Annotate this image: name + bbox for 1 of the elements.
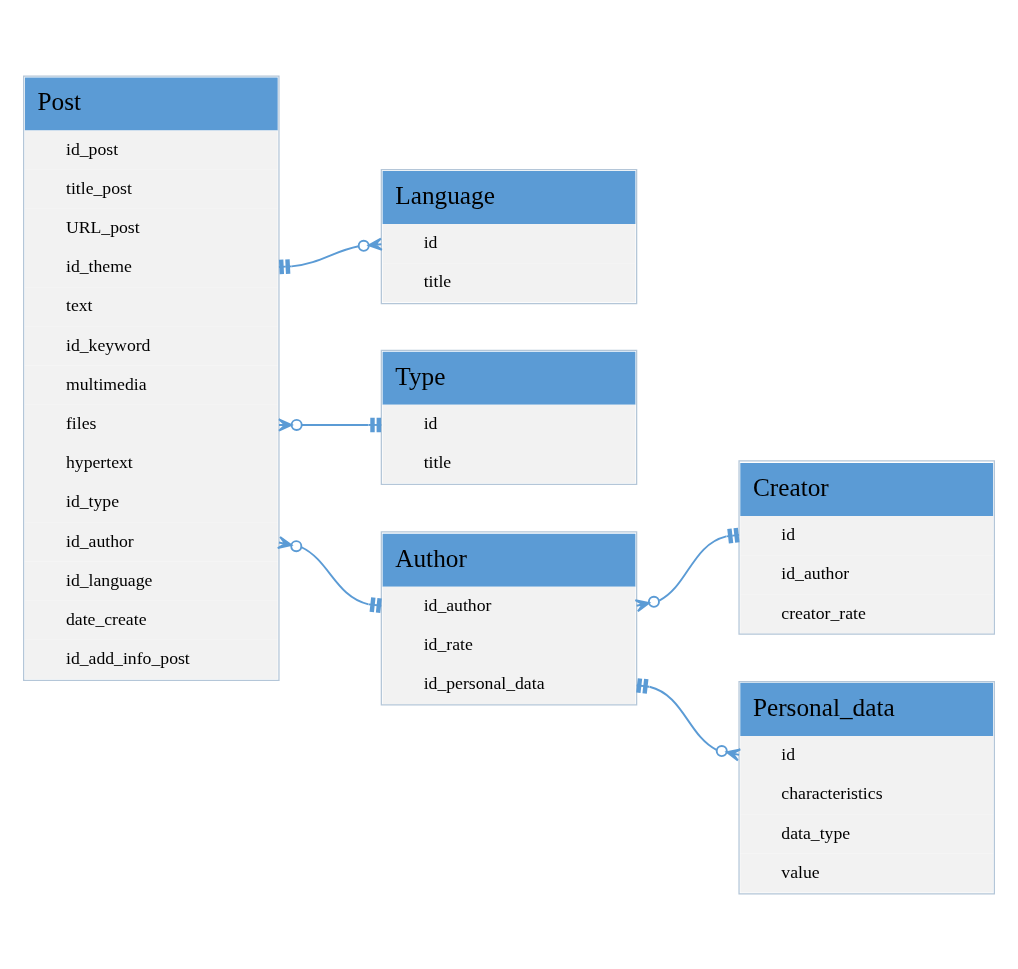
connector	[278, 237, 383, 274]
